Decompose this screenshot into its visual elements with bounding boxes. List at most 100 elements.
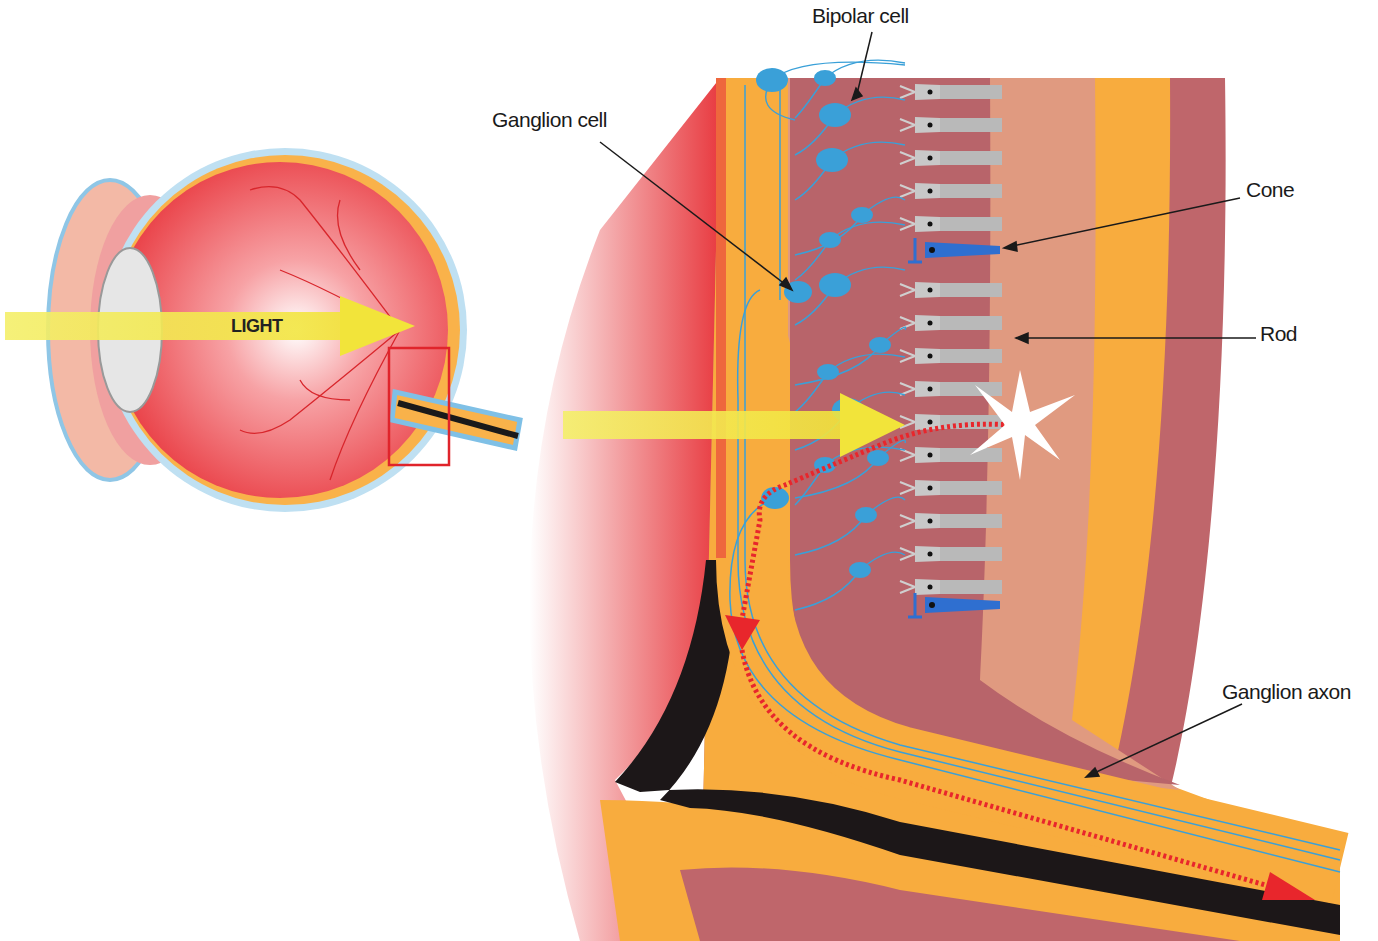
bipolar-cell xyxy=(819,273,851,297)
rod-cell xyxy=(940,316,1002,330)
part-label: Cone xyxy=(1246,178,1294,202)
rod-terminal xyxy=(900,317,915,329)
bipolar-cell xyxy=(819,103,851,127)
rod-body xyxy=(915,579,940,595)
rod-nucleus xyxy=(928,123,933,128)
cone-terminal xyxy=(908,238,922,262)
cone-cell xyxy=(925,242,1000,258)
rod-nucleus xyxy=(928,222,933,227)
rod-body xyxy=(915,216,940,232)
bipolar-cell xyxy=(855,507,877,523)
rod-nucleus xyxy=(928,156,933,161)
part-label: Bipolar cell xyxy=(812,4,909,28)
light-arrow xyxy=(563,411,848,439)
rod-body xyxy=(915,282,940,298)
rod-nucleus xyxy=(928,321,933,326)
rod-nucleus xyxy=(928,585,933,590)
rod-cell xyxy=(940,85,1002,99)
signal-arrow-head xyxy=(725,615,760,650)
rod-body xyxy=(915,546,940,562)
rod-body xyxy=(915,183,940,199)
rod-body xyxy=(915,150,940,166)
leader-lines xyxy=(600,32,1256,777)
bipolar-cell xyxy=(817,364,839,380)
bipolar-cell xyxy=(867,450,889,466)
rod-body xyxy=(915,315,940,331)
rod-body xyxy=(915,348,940,364)
rod-nucleus xyxy=(928,420,933,425)
rod-terminal xyxy=(900,581,915,593)
part-label: Rod xyxy=(1260,322,1297,346)
cone-nucleus xyxy=(929,602,935,608)
rod-terminal xyxy=(900,119,915,131)
rod-body xyxy=(915,513,940,529)
cone-nucleus xyxy=(929,247,935,253)
bipolar-cell xyxy=(756,68,788,92)
rod-nucleus xyxy=(928,552,933,557)
rod-terminal xyxy=(900,482,915,494)
bipolar-cell xyxy=(816,148,848,172)
cone-cell xyxy=(925,597,1000,613)
cell-process xyxy=(795,267,905,325)
rod-body xyxy=(915,117,940,133)
bipolar-cell xyxy=(851,207,873,223)
cell-process xyxy=(795,327,906,385)
rod-cell xyxy=(940,283,1002,297)
rod-cell xyxy=(940,382,1002,396)
rod-nucleus xyxy=(928,519,933,524)
rod-cell xyxy=(940,547,1002,561)
rod-nucleus xyxy=(928,486,933,491)
rod-terminal xyxy=(900,185,915,197)
inner-membrane xyxy=(716,78,726,558)
rod-cell xyxy=(940,151,1002,165)
eye-overview xyxy=(5,148,520,512)
rod-nucleus xyxy=(928,189,933,194)
rod-terminal xyxy=(900,86,915,98)
rod-cell xyxy=(940,349,1002,363)
bipolar-cell xyxy=(819,232,841,248)
rod-body xyxy=(915,480,940,496)
rod-cell xyxy=(940,514,1002,528)
cell-process xyxy=(795,97,905,155)
rod-body xyxy=(915,447,940,463)
cell-process xyxy=(795,222,905,280)
rod-cell xyxy=(940,448,1002,462)
rod-body xyxy=(915,84,940,100)
part-label: Ganglion axon xyxy=(1222,680,1351,704)
rod-cell xyxy=(940,481,1002,495)
cell-process xyxy=(795,497,905,555)
cell-process xyxy=(795,142,905,200)
ganglion-axons xyxy=(730,85,1340,872)
rod-terminal xyxy=(900,383,915,395)
rod-nucleus xyxy=(928,453,933,458)
rod-body xyxy=(915,381,940,397)
light-label: LIGHT xyxy=(231,316,283,337)
cell-process xyxy=(795,552,905,610)
rod-nucleus xyxy=(928,354,933,359)
signal-path xyxy=(740,424,1010,630)
rod-terminal xyxy=(900,515,915,527)
photon-star xyxy=(970,370,1075,480)
rod-nucleus xyxy=(928,288,933,293)
signal-path xyxy=(742,650,1300,895)
rod-cell xyxy=(940,217,1002,231)
bipolar-cell xyxy=(814,70,836,86)
rod-cell xyxy=(940,184,1002,198)
rod-cell xyxy=(940,118,1002,132)
rod-nucleus xyxy=(928,387,933,392)
rod-cell xyxy=(940,580,1002,594)
bipolar-cell xyxy=(849,562,871,578)
rod-terminal xyxy=(900,152,915,164)
bipolar-cell xyxy=(869,337,891,353)
cell-process xyxy=(795,197,905,255)
cell-process xyxy=(795,60,905,118)
signal-arrow-head xyxy=(1262,872,1315,900)
axon-layer xyxy=(752,78,1340,868)
rod-terminal xyxy=(900,284,915,296)
rod-terminal xyxy=(900,449,915,461)
rod-nucleus xyxy=(928,90,933,95)
cone-terminal xyxy=(908,593,922,617)
part-label: Ganglion cell xyxy=(492,108,607,132)
